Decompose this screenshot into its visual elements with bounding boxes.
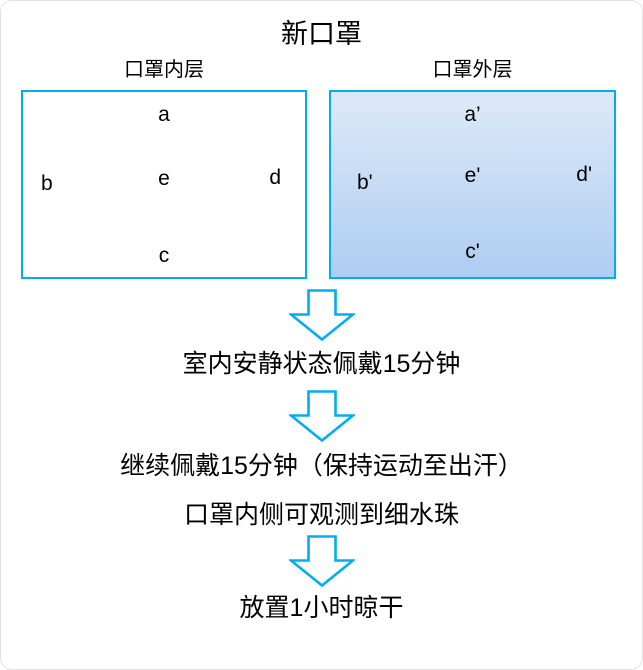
step-4-text: 放置1小时晾干 [239, 594, 404, 622]
step-3-text: 口罩内侧可观测到细水珠 [183, 501, 459, 529]
down-arrow-icon [289, 535, 355, 587]
point-e: e [158, 167, 170, 190]
point-c: c [158, 244, 170, 267]
point-a-prime: a’ [464, 103, 481, 126]
point-d: d [269, 166, 281, 189]
down-arrow-icon [289, 390, 355, 442]
point-a: a [158, 103, 170, 126]
outer-layer-box: a’ b' e' d' c' [329, 90, 616, 279]
down-arrow-icon [289, 289, 355, 341]
inner-layer-box: a b e d c [21, 90, 307, 279]
diagram-title: 新口罩 [281, 19, 362, 49]
point-d-prime: d' [576, 163, 592, 186]
inner-layer-label: 口罩内层 [124, 59, 204, 81]
point-b: b [41, 172, 53, 195]
point-e-prime: e' [464, 164, 481, 187]
point-c-prime: c' [465, 240, 480, 263]
outer-layer-label: 口罩外层 [432, 59, 513, 81]
step-1-text: 室内安静状态佩戴15分钟 [182, 350, 461, 378]
point-b-prime: b' [357, 171, 373, 194]
step-2-text: 继续佩戴15分钟（保持运动至出汗） [120, 452, 523, 480]
